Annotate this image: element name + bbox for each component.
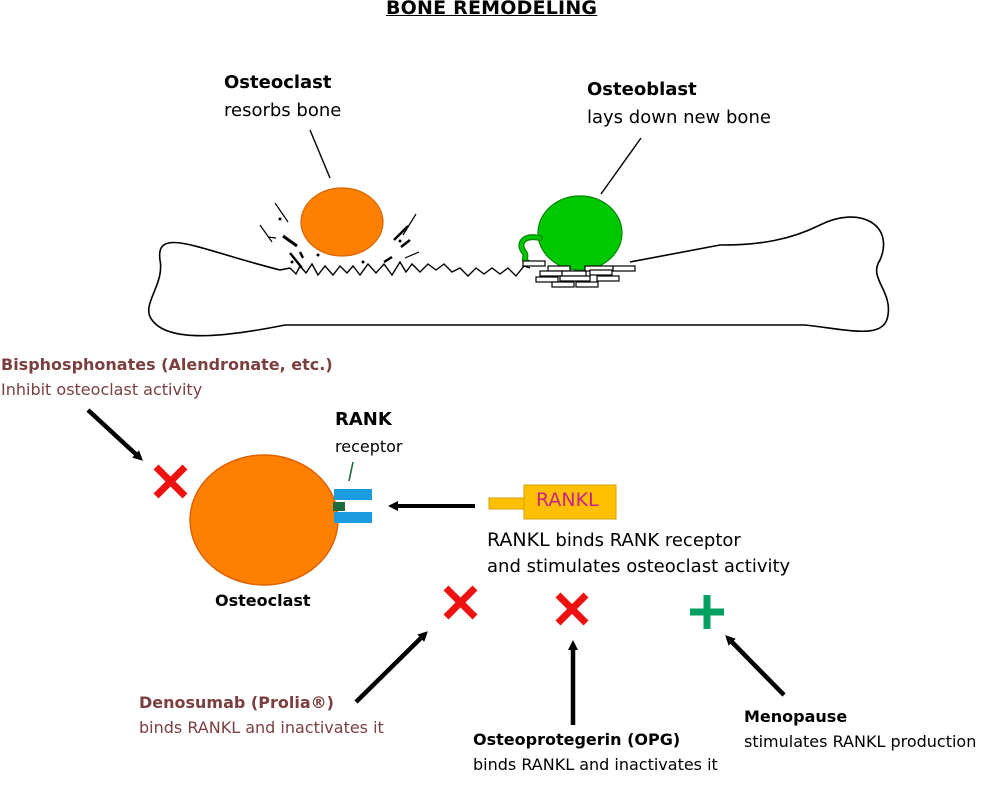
bone-resorption-surface — [289, 260, 531, 278]
new-bone-bricks — [522, 260, 636, 288]
rank-pointer — [348, 461, 354, 482]
resorption-dots — [278, 217, 402, 264]
osteoblast-cell — [537, 195, 623, 271]
osteoclast-top-name: Osteoclast — [224, 72, 332, 93]
bisphosphonates-desc: Inhibit osteoclast activity — [1, 380, 203, 399]
osteoblast-top-name: Osteoblast — [587, 79, 697, 100]
menopause-name: Menopause — [744, 707, 848, 726]
bone-outline — [147, 216, 890, 337]
osteoblast-top-desc: lays down new bone — [587, 107, 771, 128]
rankl-desc-line1: RANKL binds RANK receptor — [487, 529, 741, 551]
denosumab-arrow — [354, 631, 428, 704]
red-x-icon — [443, 585, 478, 620]
osteoclast-cell-top — [300, 187, 384, 257]
red-x-icon — [555, 592, 589, 626]
denosumab-name: Denosumab (Prolia®) — [139, 693, 334, 712]
opg-desc: binds RANKL and inactivates it — [473, 755, 718, 774]
osteoclast-cell-large — [189, 454, 339, 586]
resorption-marks — [259, 202, 420, 269]
red-x-icon — [153, 464, 188, 499]
rankl-box-label: RANKL — [536, 489, 599, 511]
rankl-desc-rest: binds RANK receptor — [549, 530, 741, 551]
rankl-ligand — [488, 484, 617, 520]
rank-receptor — [333, 489, 372, 523]
rankl-desc-line2: and stimulates osteoclast activity — [487, 556, 791, 577]
menopause-desc: stimulates RANKL production — [744, 732, 977, 751]
bisphosphonates-name: Bisphosphonates (Alendronate, etc.) — [1, 355, 333, 374]
rank-desc: receptor — [335, 437, 403, 456]
osteoclast-top-desc: resorbs bone — [224, 100, 342, 121]
green-plus-icon — [690, 595, 724, 629]
rank-name: RANK — [335, 409, 392, 430]
osteoclast-label: Osteoclast — [215, 591, 311, 610]
bisphosphonate-arrow — [86, 408, 143, 461]
opg-name: Osteoprotegerin (OPG) — [473, 730, 681, 749]
page-title: BONE REMODELING — [386, 0, 598, 19]
osteoblast-pointer — [600, 137, 642, 195]
rankl-desc-rankl: RANKL — [487, 529, 550, 551]
osteoclast-pointer — [309, 129, 331, 179]
denosumab-desc: binds RANKL and inactivates it — [139, 718, 384, 737]
menopause-arrow — [725, 635, 786, 697]
